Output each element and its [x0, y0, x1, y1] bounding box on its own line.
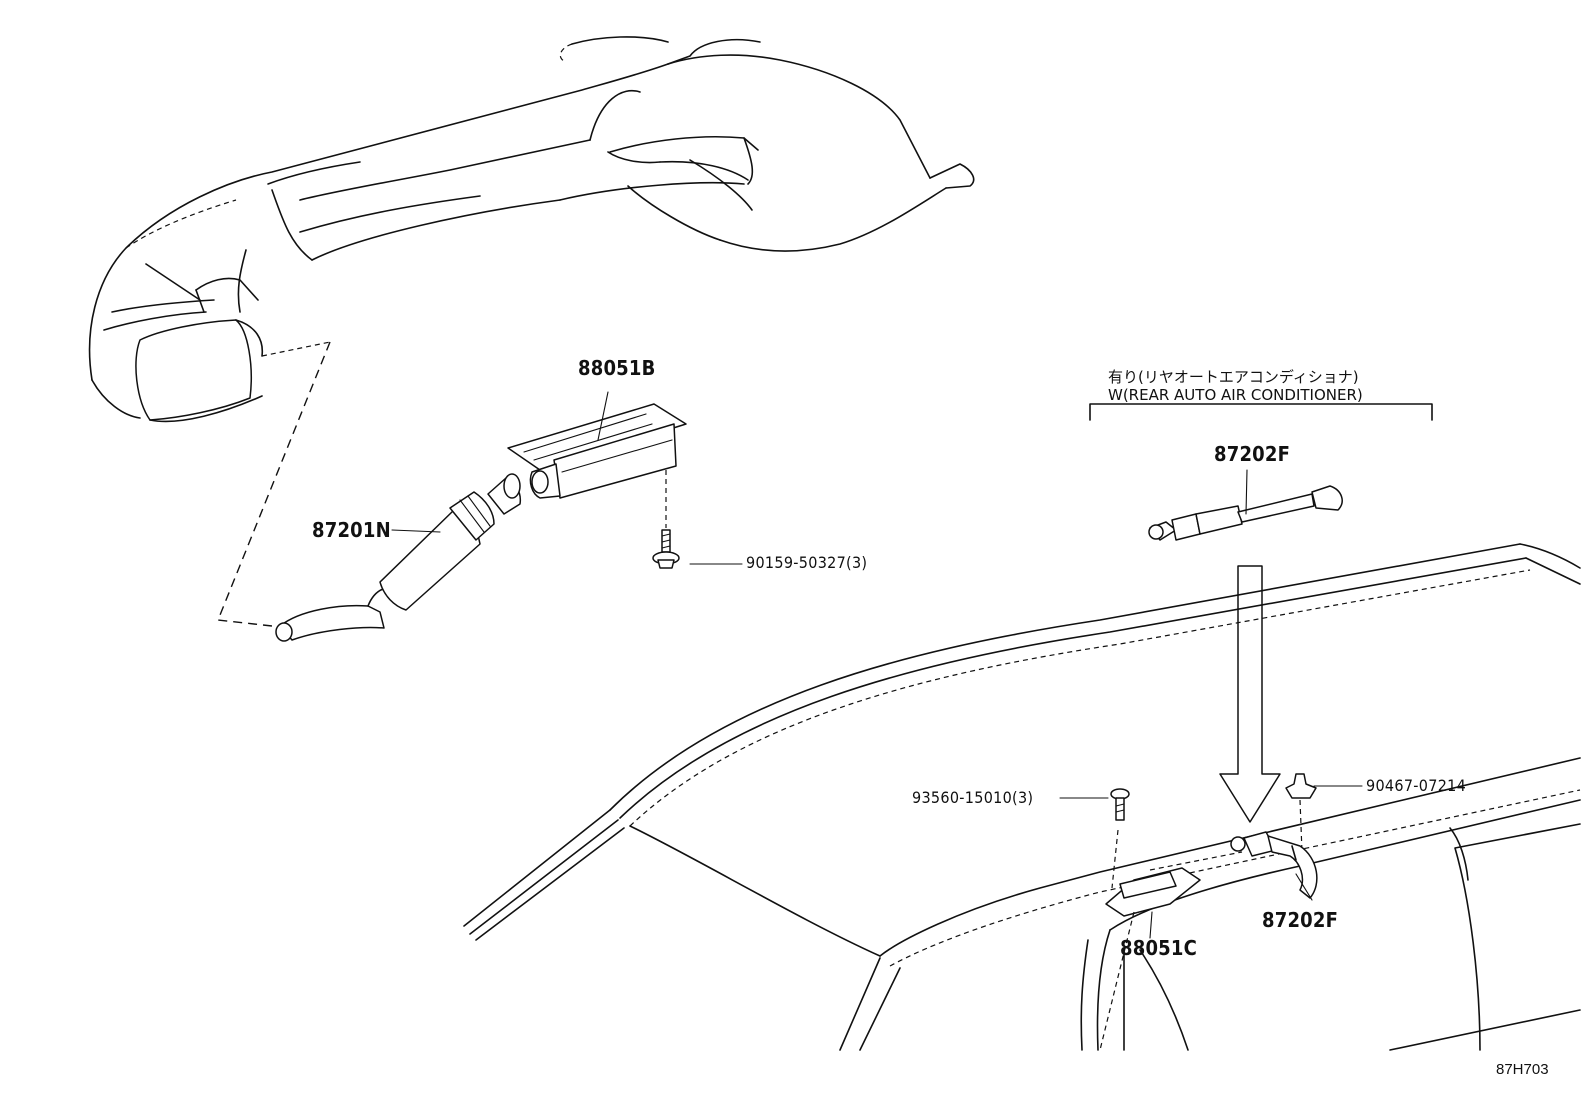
part-label-87202F-top: 87202F — [1214, 442, 1291, 466]
part-label-93560-15010: 93560-15010(3) — [912, 788, 1034, 807]
aspirator-hose-87201N — [275, 473, 522, 642]
part-label-88051B: 88051B — [578, 356, 656, 380]
part-label-90159-50327: 90159-50327(3) — [746, 553, 868, 572]
air-duct-assembly — [88, 36, 975, 423]
condition-note-en: W(REAR AUTO AIR CONDITIONER) — [1108, 386, 1363, 404]
vehicle-roof-body — [463, 543, 1581, 1051]
screw-90159-50327 — [652, 529, 680, 569]
part-label-87201N: 87201N — [312, 518, 391, 542]
part-label-88051C: 88051C — [1120, 936, 1198, 960]
aspirator-hose-87202F-installed — [1230, 831, 1318, 899]
install-arrow — [1219, 565, 1281, 823]
part-label-90467-07214: 90467-07214 — [1366, 776, 1467, 795]
aspirator-hose-87202F-detail — [1089, 403, 1433, 541]
sensor-88051B — [507, 403, 687, 528]
part-label-87202F-bottom: 87202F — [1262, 908, 1339, 932]
screw-93560-15010 — [1110, 788, 1130, 821]
condition-note-jp: 有り(リヤオートエアコンディショナ) — [1108, 368, 1359, 386]
clip-90467-07214 — [1285, 773, 1317, 853]
callout-leaders — [391, 391, 1363, 939]
sensor-88051C — [1099, 829, 1243, 1051]
reference-code: 87H703 — [1496, 1061, 1549, 1078]
duct-leader-dashed — [217, 341, 331, 627]
